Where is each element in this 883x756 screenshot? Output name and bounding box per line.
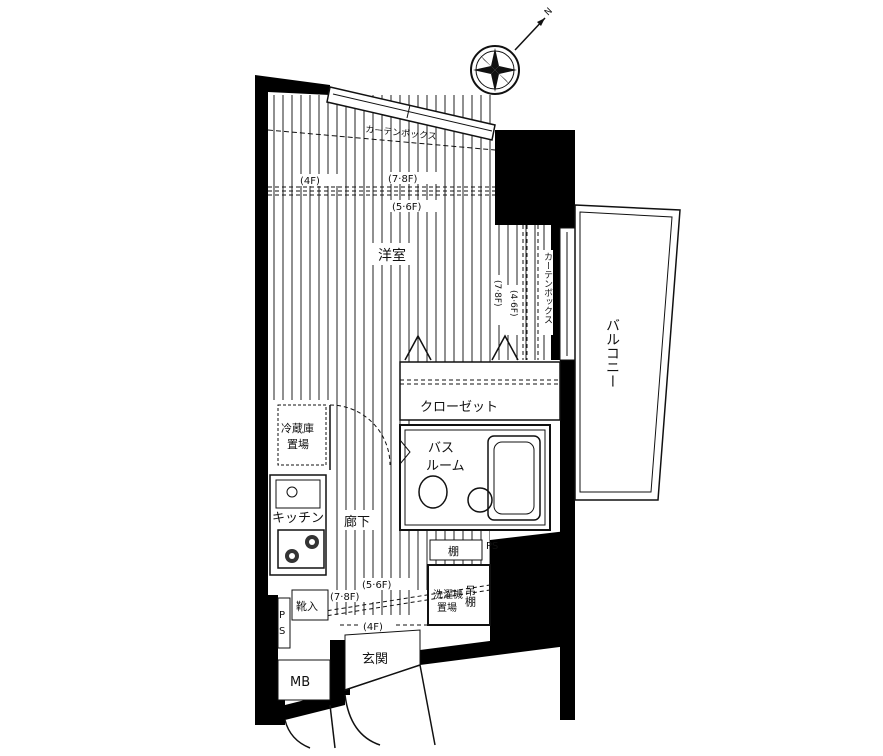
balcony-label: バルコニー: [604, 318, 620, 388]
shelf: [429, 539, 483, 561]
fridge-label-line2: 置場: [287, 438, 309, 451]
walls: [255, 75, 575, 725]
stove-icon: [277, 529, 325, 569]
bathtub: [487, 435, 541, 521]
window-top: [326, 86, 496, 141]
shoe-storage-label: 靴入: [296, 599, 318, 613]
meter-box: [277, 659, 331, 701]
closet-label: クローゼット: [420, 400, 498, 415]
corridor-78f-label: (7·8F): [330, 592, 360, 603]
compass-north-label: N: [543, 6, 555, 18]
washer-label-line1: 洗濯機: [433, 588, 463, 601]
kitchen-label: キッチン: [272, 511, 324, 526]
mb-label: MB: [290, 675, 310, 690]
fridge-label-line1: 冷蔵庫: [281, 421, 314, 435]
shelf-label: 棚: [448, 544, 459, 558]
curtain-box-top-line: [267, 129, 496, 151]
bath-door: [399, 439, 411, 465]
floor-4f-label: (4F): [300, 176, 320, 187]
shoe-storage: [291, 589, 329, 621]
corridor-4f-label: (4F): [363, 622, 383, 633]
western-room-label: 洋室: [378, 247, 406, 264]
floor-78f-vertical-label: (7·8F): [492, 280, 502, 307]
compass-icon: N: [470, 6, 555, 95]
closet-door-left: [404, 334, 432, 361]
hallway-label: 廊下: [344, 514, 370, 530]
front-door[interactable]: [284, 664, 436, 749]
washer-label-line2: 置場: [437, 601, 457, 614]
floor-78f-label: (7·8F): [388, 174, 418, 185]
floor-46f-vertical-label: (4·6F): [508, 290, 518, 317]
entrance-label: 玄関: [362, 652, 388, 667]
ps-left-label-p: P: [279, 610, 285, 621]
floor-56f-label: (5·6F): [392, 202, 422, 213]
balcony: [574, 204, 681, 501]
toilet-icon: [418, 475, 448, 509]
bath-label-line1: バス: [428, 441, 454, 456]
hanging-shelf-label: 吊棚: [464, 585, 477, 608]
ps-left: [277, 597, 291, 649]
ceiling-lines: [268, 186, 539, 360]
kitchen-sink-icon: [275, 479, 321, 509]
fridge-space: [277, 404, 327, 466]
svg-text:S: S: [279, 626, 285, 637]
sink-icon: [467, 487, 493, 513]
window-side: [559, 227, 576, 361]
ps-right-label: PS: [486, 541, 498, 552]
curtain-box-side-label: カーテンボックス: [542, 252, 553, 324]
corridor-56f-label: (5·6F): [362, 580, 392, 591]
bath-label-line2: ルーム: [426, 459, 465, 474]
closet-door-right: [491, 334, 519, 361]
